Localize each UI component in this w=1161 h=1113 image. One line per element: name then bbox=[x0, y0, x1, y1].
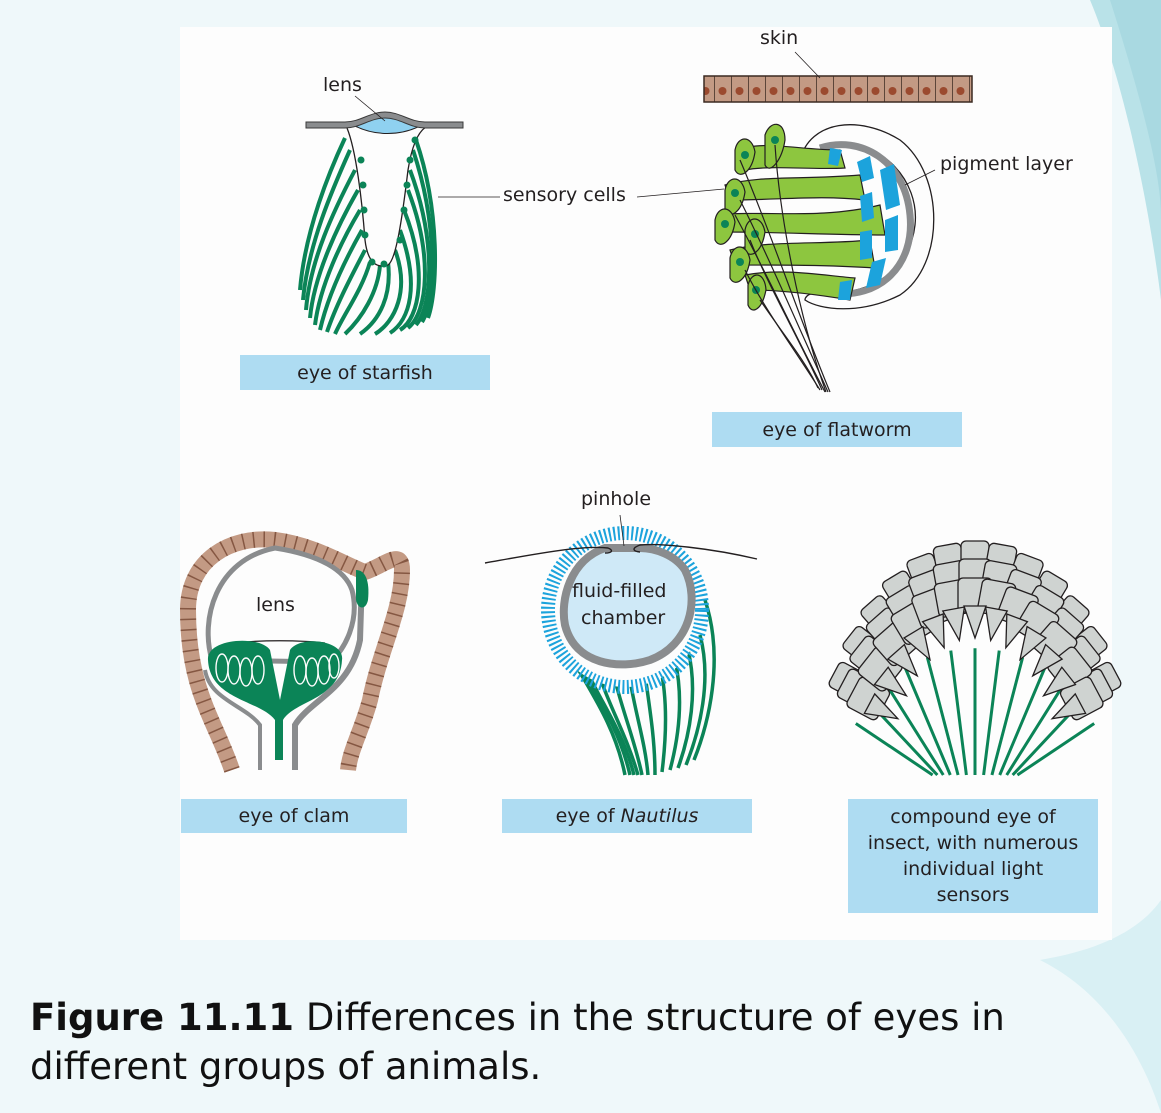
insect-nerve-fibre bbox=[1016, 722, 1096, 777]
skin-label: skin bbox=[760, 27, 799, 49]
clam-skin bbox=[179, 531, 411, 773]
figure-caption: Figure 11.11 Differences in the structur… bbox=[30, 993, 1150, 1091]
insect-nerve-fibre bbox=[904, 667, 952, 776]
insect-crystalline-cone bbox=[1050, 692, 1087, 720]
insect-crystalline-cone bbox=[941, 606, 966, 643]
insect-crystalline-cone bbox=[873, 666, 909, 697]
clam-eye bbox=[179, 531, 411, 773]
caption-clam: eye of clam bbox=[181, 799, 407, 833]
insect-crystalline-cone bbox=[984, 606, 1009, 643]
insect-compound-eye bbox=[828, 540, 1122, 777]
figure-caption-text: Differences in the structure of eyes in … bbox=[30, 996, 1005, 1088]
insect-crystalline-cone bbox=[963, 605, 987, 640]
starfish-eye bbox=[298, 95, 500, 336]
insect-crystalline-cone bbox=[1031, 643, 1064, 678]
starfish-skin bbox=[305, 111, 464, 129]
insect-crystalline-cone bbox=[886, 643, 919, 678]
caption-nautilus: eye of Nautilus bbox=[502, 799, 752, 833]
pigment-layer bbox=[818, 141, 914, 298]
clam-lens-label: lens bbox=[256, 594, 295, 616]
chamber-label-line2: chamber bbox=[581, 607, 666, 629]
caption-nautilus-genus: Nautilus bbox=[620, 805, 699, 827]
insect-nerve-fibre bbox=[998, 667, 1046, 776]
insect-ommatidia bbox=[828, 540, 1122, 721]
insect-crystalline-cone bbox=[902, 625, 932, 662]
insect-nerve-fibre bbox=[990, 656, 1025, 776]
chamber-label-line1: fluid-filled bbox=[572, 580, 667, 602]
nautilus-chamber bbox=[559, 544, 696, 669]
insect-crystalline-cone bbox=[863, 692, 900, 720]
insect-nerve-fibre bbox=[884, 682, 945, 776]
nautilus-eye bbox=[484, 514, 758, 776]
sensory-cells-label: sensory cells bbox=[503, 184, 626, 206]
caption-starfish: eye of starfish bbox=[240, 355, 490, 390]
insect-nerve-fibre bbox=[925, 656, 960, 776]
caption-insect-line: compound eye of bbox=[890, 806, 1056, 828]
insect-crystalline-cone bbox=[1018, 625, 1048, 662]
insect-nerve-fibre bbox=[982, 650, 1001, 776]
starfish-lens-label: lens bbox=[323, 74, 362, 96]
clam-retina bbox=[207, 640, 343, 760]
clam-lens bbox=[205, 545, 357, 665]
caption-flatworm: eye of flatworm bbox=[712, 412, 962, 447]
pigment-layer-label: pigment layer bbox=[940, 153, 1073, 175]
pinhole-label: pinhole bbox=[581, 488, 652, 510]
starfish-sensory-cells bbox=[298, 137, 438, 336]
caption-insect-line: insect, with numerous bbox=[867, 832, 1079, 854]
caption-insect-line: sensors bbox=[936, 884, 1010, 906]
insect-nerve-fibres bbox=[854, 648, 1096, 777]
caption-insect: compound eye of insect, with numerous in… bbox=[848, 799, 1098, 913]
flatworm-nerve-fibres bbox=[734, 144, 831, 393]
insect-nerve-fibre bbox=[949, 650, 968, 776]
insect-crystalline-cone bbox=[1041, 666, 1077, 697]
caption-insect-line: individual light bbox=[902, 858, 1044, 880]
insect-nerve-fibre bbox=[854, 722, 934, 777]
skin-layer bbox=[703, 75, 973, 103]
insect-crystalline-cone bbox=[921, 613, 945, 650]
insect-crystalline-cone bbox=[1005, 613, 1029, 650]
figure-number: Figure 11.11 bbox=[30, 996, 295, 1039]
caption-nautilus-prefix: eye of bbox=[555, 805, 621, 827]
flatworm-eye bbox=[636, 51, 973, 393]
insect-nerve-fibre bbox=[1005, 682, 1066, 776]
